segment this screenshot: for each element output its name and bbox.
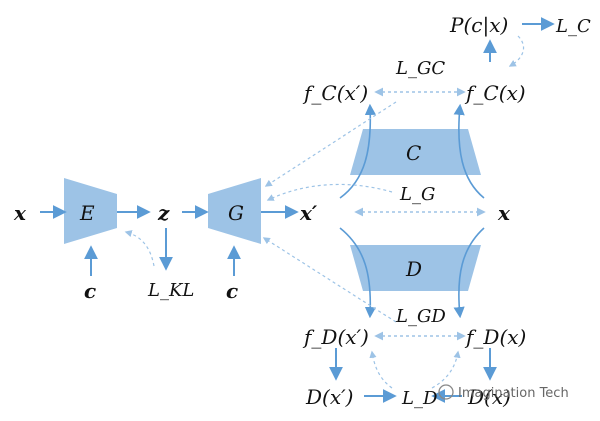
curve-xp-up-to-fCxp <box>339 103 376 199</box>
label-fD-x: f_D(x) <box>464 325 526 349</box>
curve-xp-down-to-fDxp <box>339 227 377 319</box>
dashed-LGC-to-G <box>264 101 397 187</box>
label-LKL: L_KL <box>147 280 194 301</box>
label-encoder: E <box>79 201 95 225</box>
label-LGD: L_GD <box>395 306 446 327</box>
label-classifier: C <box>406 141 421 165</box>
label-generator: G <box>228 201 244 225</box>
label-fC-xprime: f_C(x′) <box>302 81 368 105</box>
dashed-LKL-curve <box>124 230 155 267</box>
label-D-xprime: D(x′) <box>305 385 353 409</box>
dashed-LC-curve <box>508 35 525 67</box>
label-z: z <box>157 201 170 225</box>
label-fC-x: f_C(x) <box>464 81 526 105</box>
dashed-LD-to-fDxp <box>369 350 393 389</box>
label-LD: L_D <box>401 388 438 409</box>
label-LGC: L_GC <box>395 58 445 79</box>
label-fD-xprime: f_D(x′) <box>302 325 369 349</box>
label-LG: L_G <box>399 184 435 205</box>
label-x-prime: x′ <box>299 201 318 225</box>
generator-shape <box>208 178 261 244</box>
label-D-x: D(x) <box>467 385 511 409</box>
discriminator-shape <box>350 245 481 291</box>
label-P-c-given-x: P(c|x) <box>449 13 508 38</box>
curve-x-down-to-fDx <box>453 227 485 319</box>
label-c-generator: c <box>226 279 238 303</box>
watermark-text: Imagination Tech <box>458 386 569 401</box>
label-x-input: x <box>13 201 27 225</box>
curve-x-up-to-fCx <box>453 103 485 199</box>
dashed-LGD-to-G <box>262 237 397 323</box>
label-c-encoder: c <box>84 279 96 303</box>
dashed-LD-to-fDx <box>431 350 461 389</box>
encoder-shape <box>64 178 117 244</box>
label-LC: L_C <box>555 16 591 37</box>
label-x-right: x <box>497 201 511 225</box>
dashed-LG-to-G <box>266 183 393 201</box>
label-discriminator: D <box>405 257 422 281</box>
watermark-logo-icon <box>438 384 454 400</box>
classifier-shape <box>350 129 481 175</box>
